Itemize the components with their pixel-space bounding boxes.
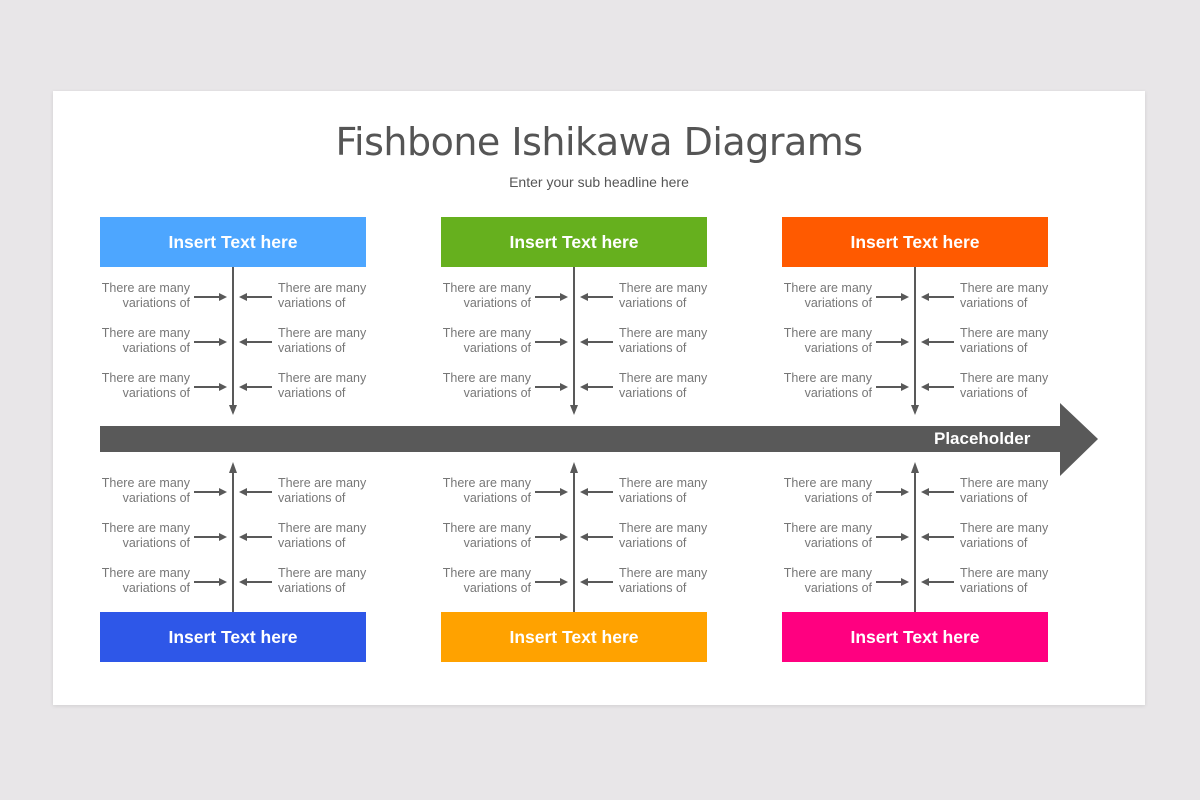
cause-arrowhead [580, 578, 588, 586]
cause-arrowhead [580, 338, 588, 346]
cause-text: There are many variations of [442, 326, 531, 355]
cause-text: There are many variations of [960, 326, 1049, 355]
cause-text: There are many variations of [278, 371, 367, 400]
cause-arrowhead [580, 293, 588, 301]
cause-text: There are many variations of [619, 476, 708, 505]
cause-arrowhead [239, 338, 247, 346]
cause-text: There are many variations of [960, 476, 1049, 505]
cause-arrowhead [921, 293, 929, 301]
bone-arrowhead [229, 462, 237, 473]
cause-text: There are many variations of [783, 281, 872, 310]
cause-text: There are many variations of [619, 281, 708, 310]
cause-text: There are many variations of [783, 566, 872, 595]
cause-arrowhead [901, 338, 909, 346]
cause-arrowhead [560, 578, 568, 586]
cause-arrowhead [239, 533, 247, 541]
category-box: Insert Text here [782, 612, 1048, 662]
bone-arrowhead [911, 462, 919, 473]
bone-arrowhead [911, 405, 919, 415]
cause-text: There are many variations of [960, 521, 1049, 550]
cause-text: There are many variations of [619, 521, 708, 550]
cause-arrowhead [560, 293, 568, 301]
cause-text: There are many variations of [783, 371, 872, 400]
cause-arrowhead [901, 533, 909, 541]
cause-text: There are many variations of [101, 281, 190, 310]
spine-label: Placeholder [934, 429, 1031, 448]
cause-text: There are many variations of [278, 566, 367, 595]
cause-arrowhead [239, 488, 247, 496]
cause-text: There are many variations of [278, 281, 367, 310]
slide: Fishbone Ishikawa Diagrams Enter your su… [53, 91, 1145, 705]
cause-arrowhead [560, 488, 568, 496]
bone-arrowhead [570, 405, 578, 415]
cause-text: There are many variations of [783, 476, 872, 505]
spine-arrow [100, 403, 1098, 476]
cause-text: There are many variations of [101, 326, 190, 355]
cause-arrowhead [560, 383, 568, 391]
bone-arrowhead [570, 462, 578, 473]
category-box: Insert Text here [441, 217, 707, 267]
cause-arrowhead [239, 578, 247, 586]
cause-text: There are many variations of [101, 371, 190, 400]
cause-arrowhead [901, 488, 909, 496]
cause-text: There are many variations of [278, 521, 367, 550]
cause-arrowhead [580, 383, 588, 391]
cause-arrowhead [921, 383, 929, 391]
cause-arrowhead [219, 293, 227, 301]
cause-arrowhead [219, 338, 227, 346]
cause-text: There are many variations of [783, 326, 872, 355]
cause-arrowhead [219, 533, 227, 541]
cause-text: There are many variations of [960, 566, 1049, 595]
cause-text: There are many variations of [278, 326, 367, 355]
cause-arrowhead [560, 533, 568, 541]
cause-arrowhead [580, 488, 588, 496]
category-box: Insert Text here [441, 612, 707, 662]
cause-text: There are many variations of [442, 521, 531, 550]
diagram-title: Fishbone Ishikawa Diagrams [335, 120, 863, 164]
cause-arrowhead [901, 293, 909, 301]
cause-text: There are many variations of [101, 566, 190, 595]
category-box: Insert Text here [100, 612, 366, 662]
cause-text: There are many variations of [442, 281, 531, 310]
cause-text: There are many variations of [783, 521, 872, 550]
cause-arrowhead [921, 578, 929, 586]
cause-text: There are many variations of [101, 476, 190, 505]
cause-text: There are many variations of [960, 371, 1049, 400]
cause-arrowhead [219, 383, 227, 391]
cause-arrowhead [921, 338, 929, 346]
fishbone-lines [100, 267, 1098, 612]
cause-arrowhead [560, 338, 568, 346]
cause-arrowhead [921, 488, 929, 496]
cause-arrowhead [901, 578, 909, 586]
cause-text: There are many variations of [619, 371, 708, 400]
cause-text: There are many variations of [101, 521, 190, 550]
diagram-subtitle: Enter your sub headline here [509, 174, 689, 190]
cause-arrowhead [219, 578, 227, 586]
cause-arrowhead [239, 383, 247, 391]
cause-arrowhead [921, 533, 929, 541]
cause-text: There are many variations of [619, 566, 708, 595]
cause-text: There are many variations of [442, 476, 531, 505]
cause-text: There are many variations of [278, 476, 367, 505]
bone-arrowhead [229, 405, 237, 415]
cause-text: There are many variations of [442, 371, 531, 400]
category-box: Insert Text here [782, 217, 1048, 267]
cause-arrowhead [239, 293, 247, 301]
cause-text: There are many variations of [619, 326, 708, 355]
cause-text: There are many variations of [960, 281, 1049, 310]
category-box: Insert Text here [100, 217, 366, 267]
cause-arrowhead [901, 383, 909, 391]
cause-arrowhead [219, 488, 227, 496]
cause-arrowhead [580, 533, 588, 541]
cause-text: There are many variations of [442, 566, 531, 595]
